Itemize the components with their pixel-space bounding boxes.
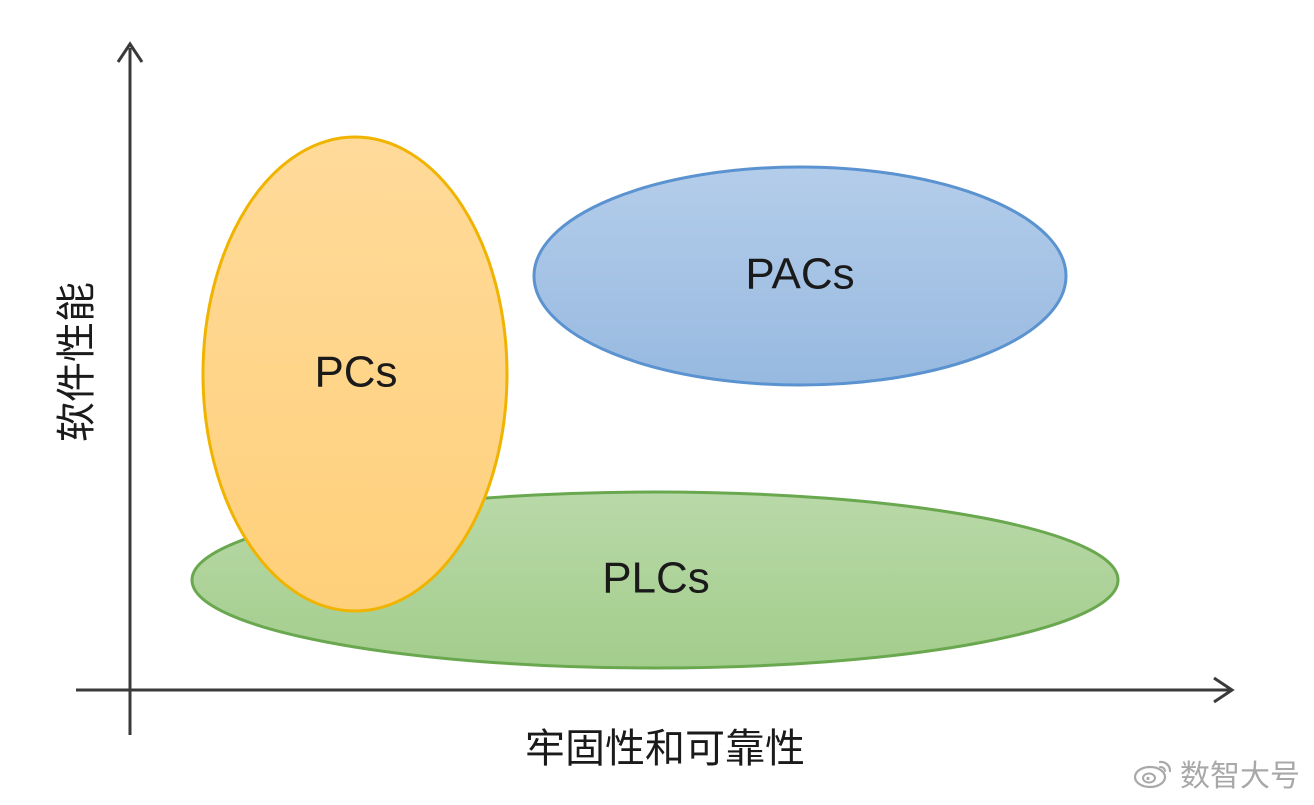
pcs-label: PCs [314, 348, 397, 397]
y-axis-arrowhead [116, 41, 144, 63]
pacs-ellipse [532, 165, 1068, 387]
watermark-text: 数智大号 [1180, 759, 1300, 794]
x-axis-arrowhead [1213, 676, 1235, 704]
pacs-label: PACs [745, 250, 854, 299]
weibo-icon [1133, 760, 1172, 789]
pcs-ellipse [201, 135, 509, 613]
y-axis-label: 软件性能 [54, 282, 100, 442]
watermark: 数智大号 [1132, 751, 1300, 795]
plcs-label: PLCs [602, 554, 710, 603]
x-axis-label: 牢固性和可靠性 [525, 726, 805, 772]
